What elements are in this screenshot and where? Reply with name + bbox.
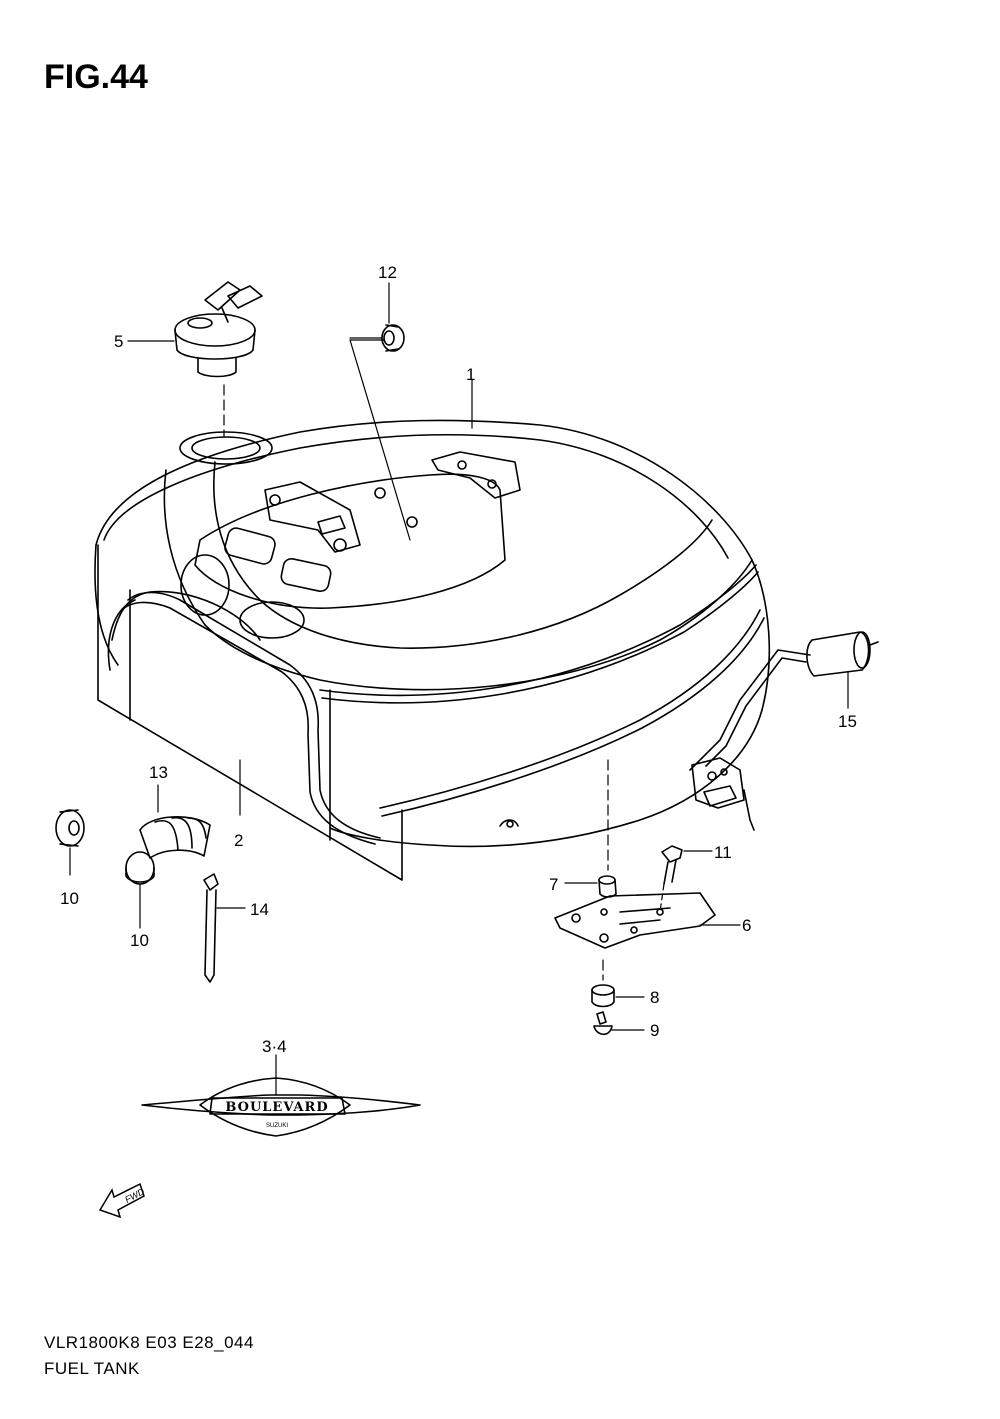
mounting-plate-6 xyxy=(554,892,716,949)
emblem-subtext: SUZUKI xyxy=(266,1123,288,1129)
callout-3-4: 3·4 xyxy=(262,1037,287,1056)
callout-10b: 10 xyxy=(130,931,149,950)
tank-emblem xyxy=(141,1077,421,1137)
fuel-tank xyxy=(94,419,771,848)
callout-14: 14 xyxy=(250,900,269,919)
callout-11: 11 xyxy=(714,843,732,862)
callout-9: 9 xyxy=(650,1021,659,1040)
callout-10a: 10 xyxy=(60,889,79,908)
collar-7 xyxy=(598,875,617,898)
emblem-text: BOULEVARD xyxy=(225,1100,328,1115)
grommet-13 xyxy=(139,816,211,859)
leader-lines xyxy=(69,282,849,1096)
fuel-cap xyxy=(174,281,263,378)
callout-6: 6 xyxy=(742,916,751,935)
screw-9 xyxy=(593,1011,613,1036)
figure-name: FUEL TANK xyxy=(44,1359,140,1378)
cushion-10b xyxy=(125,851,155,885)
figure-code: VLR1800K8 E03 E28_044 xyxy=(44,1333,254,1352)
cushion-10a xyxy=(55,809,85,847)
callout-5: 5 xyxy=(114,332,123,351)
bolt-11 xyxy=(661,845,683,885)
svg-text:FWD: FWD xyxy=(123,1186,146,1205)
callout-labels: 1 2 3·4 5 6 7 8 9 10 10 11 12 13 14 15 xyxy=(60,263,857,1056)
callout-15: 15 xyxy=(838,712,857,731)
figure-title: FIG.44 xyxy=(44,58,148,96)
cushion-8 xyxy=(591,984,615,1008)
callout-8: 8 xyxy=(650,988,659,1007)
tank-side-cover xyxy=(97,544,403,881)
cable-tie-14 xyxy=(203,873,219,983)
callout-12: 12 xyxy=(378,263,397,282)
cushion-12 xyxy=(381,324,405,352)
callout-7: 7 xyxy=(549,875,558,894)
callout-13: 13 xyxy=(149,763,168,782)
callout-1: 1 xyxy=(466,365,475,384)
fwd-arrow-icon: FWD xyxy=(98,1182,146,1219)
callout-2: 2 xyxy=(234,831,243,850)
fuel-level-gauge xyxy=(689,631,879,831)
